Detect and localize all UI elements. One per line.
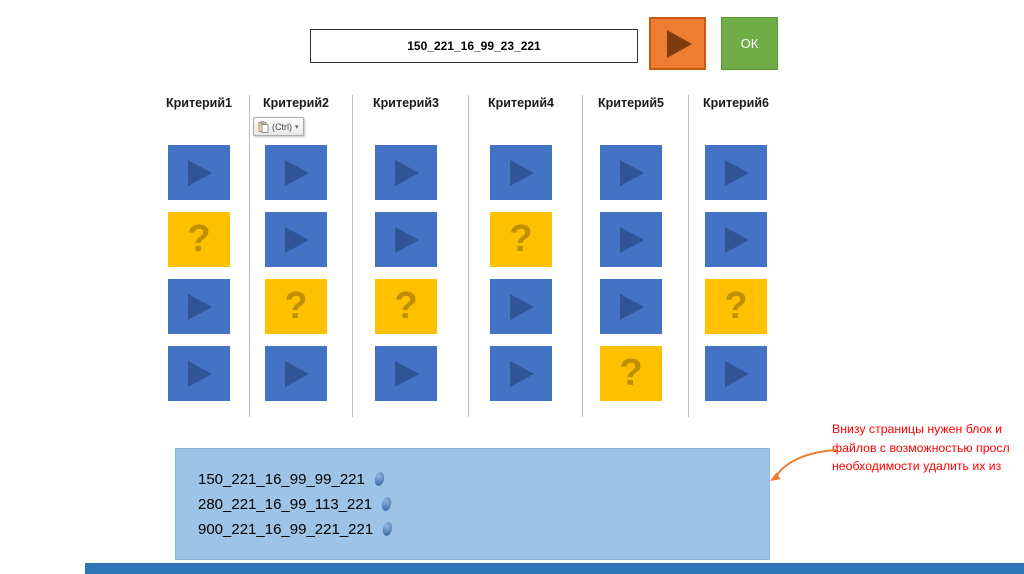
play-cell[interactable]	[705, 212, 767, 267]
column-header: Критерий2	[263, 96, 329, 110]
play-cell[interactable]	[265, 346, 327, 401]
chevron-down-icon: ▾	[295, 123, 299, 131]
play-icon	[510, 360, 534, 387]
play-cell[interactable]	[375, 346, 437, 401]
play-icon	[285, 159, 309, 186]
clipboard-icon	[258, 120, 269, 133]
column-divider	[249, 95, 250, 417]
play-icon	[395, 226, 419, 253]
annotation-line: необходимости удалить их из	[832, 459, 1002, 474]
play-icon	[725, 226, 749, 253]
question-mark-icon: ?	[284, 284, 308, 327]
play-cell[interactable]	[168, 145, 230, 200]
play-icon	[188, 360, 212, 387]
column-divider	[688, 95, 689, 417]
file-name: 900_221_16_99_221_221	[198, 520, 374, 538]
question-mark-icon: ?	[724, 284, 748, 327]
bottom-accent-bar	[85, 563, 1024, 574]
audio-clip-icon[interactable]	[381, 521, 394, 537]
question-cell[interactable]: ?	[705, 279, 767, 334]
question-mark-icon: ?	[619, 351, 643, 394]
play-cell[interactable]	[265, 212, 327, 267]
file-list-item[interactable]: 900_221_16_99_221_221	[198, 521, 769, 538]
play-icon	[620, 226, 644, 253]
play-cell[interactable]	[600, 212, 662, 267]
column-header: Критерий1	[166, 96, 232, 110]
question-cell[interactable]: ?	[168, 212, 230, 267]
play-cell[interactable]	[490, 346, 552, 401]
play-cell[interactable]	[168, 279, 230, 334]
file-name: 280_221_16_99_113_221	[198, 495, 373, 513]
criteria-column: ?	[705, 145, 767, 413]
play-icon	[188, 159, 212, 186]
filename-input[interactable]	[310, 29, 638, 63]
play-icon	[725, 360, 749, 387]
play-cell[interactable]	[705, 145, 767, 200]
play-cell[interactable]	[600, 145, 662, 200]
play-icon	[620, 159, 644, 186]
column-header: Критерий4	[488, 96, 554, 110]
question-cell[interactable]: ?	[375, 279, 437, 334]
play-cell[interactable]	[375, 212, 437, 267]
play-cell[interactable]	[705, 346, 767, 401]
question-mark-icon: ?	[509, 217, 533, 260]
ok-button[interactable]: ОК	[721, 17, 778, 70]
annotation-line: Внизу страницы нужен блок и	[832, 422, 1003, 436]
paste-options-popup[interactable]: (Ctrl)▾	[253, 117, 304, 136]
play-icon	[510, 159, 534, 186]
file-name: 150_221_16_99_99_221	[198, 470, 365, 488]
question-cell[interactable]: ?	[265, 279, 327, 334]
play-icon	[666, 29, 692, 58]
paste-popup-label: (Ctrl)	[272, 121, 292, 132]
column-divider	[582, 95, 583, 417]
criteria-column: ?	[375, 145, 437, 413]
question-cell[interactable]: ?	[600, 346, 662, 401]
play-icon	[285, 226, 309, 253]
play-cell[interactable]	[600, 279, 662, 334]
play-icon	[285, 360, 309, 387]
column-divider	[468, 95, 469, 417]
column-header: Критерий6	[703, 96, 769, 110]
file-list-item[interactable]: 150_221_16_99_99_221	[198, 471, 769, 488]
play-button[interactable]	[649, 17, 706, 70]
annotation-note: Внизу страницы нужен блок и файлов с возм…	[832, 420, 1024, 476]
play-cell[interactable]	[375, 145, 437, 200]
file-panel: 150_221_16_99_99_221 280_221_16_99_113_22…	[175, 448, 770, 560]
play-cell[interactable]	[490, 279, 552, 334]
play-icon	[620, 293, 644, 320]
question-cell[interactable]: ?	[490, 212, 552, 267]
criteria-column: ?	[490, 145, 552, 413]
play-icon	[725, 159, 749, 186]
criteria-column: ?	[168, 145, 230, 413]
column-header: Критерий5	[598, 96, 664, 110]
column-divider	[352, 95, 353, 417]
criteria-column: ?	[265, 145, 327, 413]
play-icon	[395, 360, 419, 387]
play-cell[interactable]	[490, 145, 552, 200]
file-list-item[interactable]: 280_221_16_99_113_221	[198, 496, 769, 513]
play-icon	[510, 293, 534, 320]
annotation-line: файлов с возможностью просл	[832, 440, 1010, 455]
column-header: Критерий3	[373, 96, 439, 110]
question-mark-icon: ?	[187, 217, 211, 260]
play-icon	[188, 293, 212, 320]
question-mark-icon: ?	[394, 284, 418, 327]
audio-clip-icon[interactable]	[373, 471, 386, 487]
play-icon	[395, 159, 419, 186]
play-cell[interactable]	[168, 346, 230, 401]
criteria-column: ?	[600, 145, 662, 413]
audio-clip-icon[interactable]	[380, 496, 393, 512]
play-cell[interactable]	[265, 145, 327, 200]
